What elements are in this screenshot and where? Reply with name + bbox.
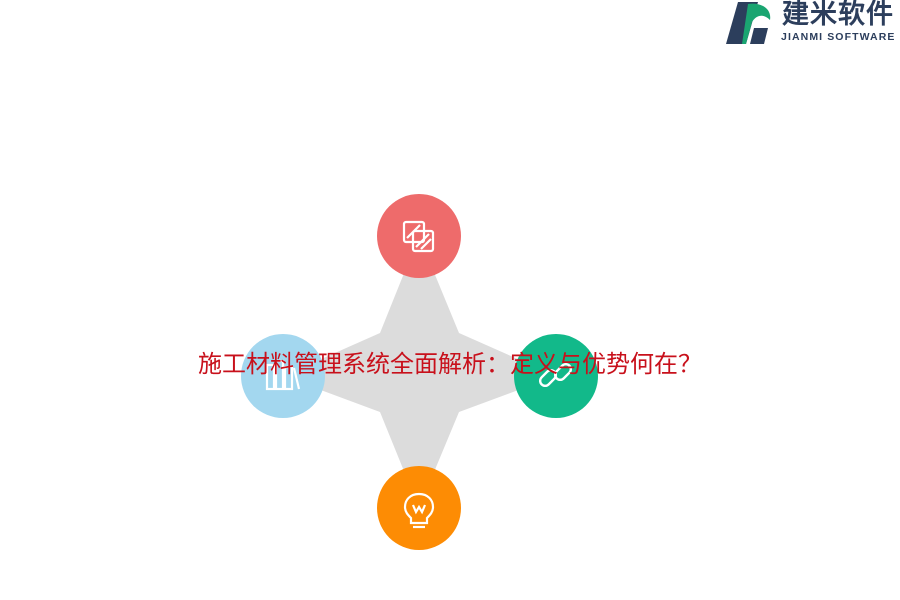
- logo-mark-icon: [726, 2, 771, 45]
- logo-name-cn: 建米软件: [782, 0, 894, 30]
- page-title: 施工材料管理系统全面解析：定义与优势何在？: [198, 350, 702, 378]
- layers-icon: [402, 220, 435, 253]
- brand-logo[interactable]: 建米软件 JIANMI SOFTWARE: [724, 0, 900, 46]
- node-left: [241, 334, 325, 418]
- link-icon: [538, 362, 573, 388]
- lightbulb-icon: [403, 492, 435, 529]
- node-right: [514, 334, 598, 418]
- logo-name-en: JIANMI SOFTWARE: [781, 31, 896, 43]
- bookshelf-icon: [265, 359, 301, 391]
- node-top: [377, 194, 461, 278]
- node-bottom: [377, 466, 461, 550]
- star-shape: [283, 236, 556, 508]
